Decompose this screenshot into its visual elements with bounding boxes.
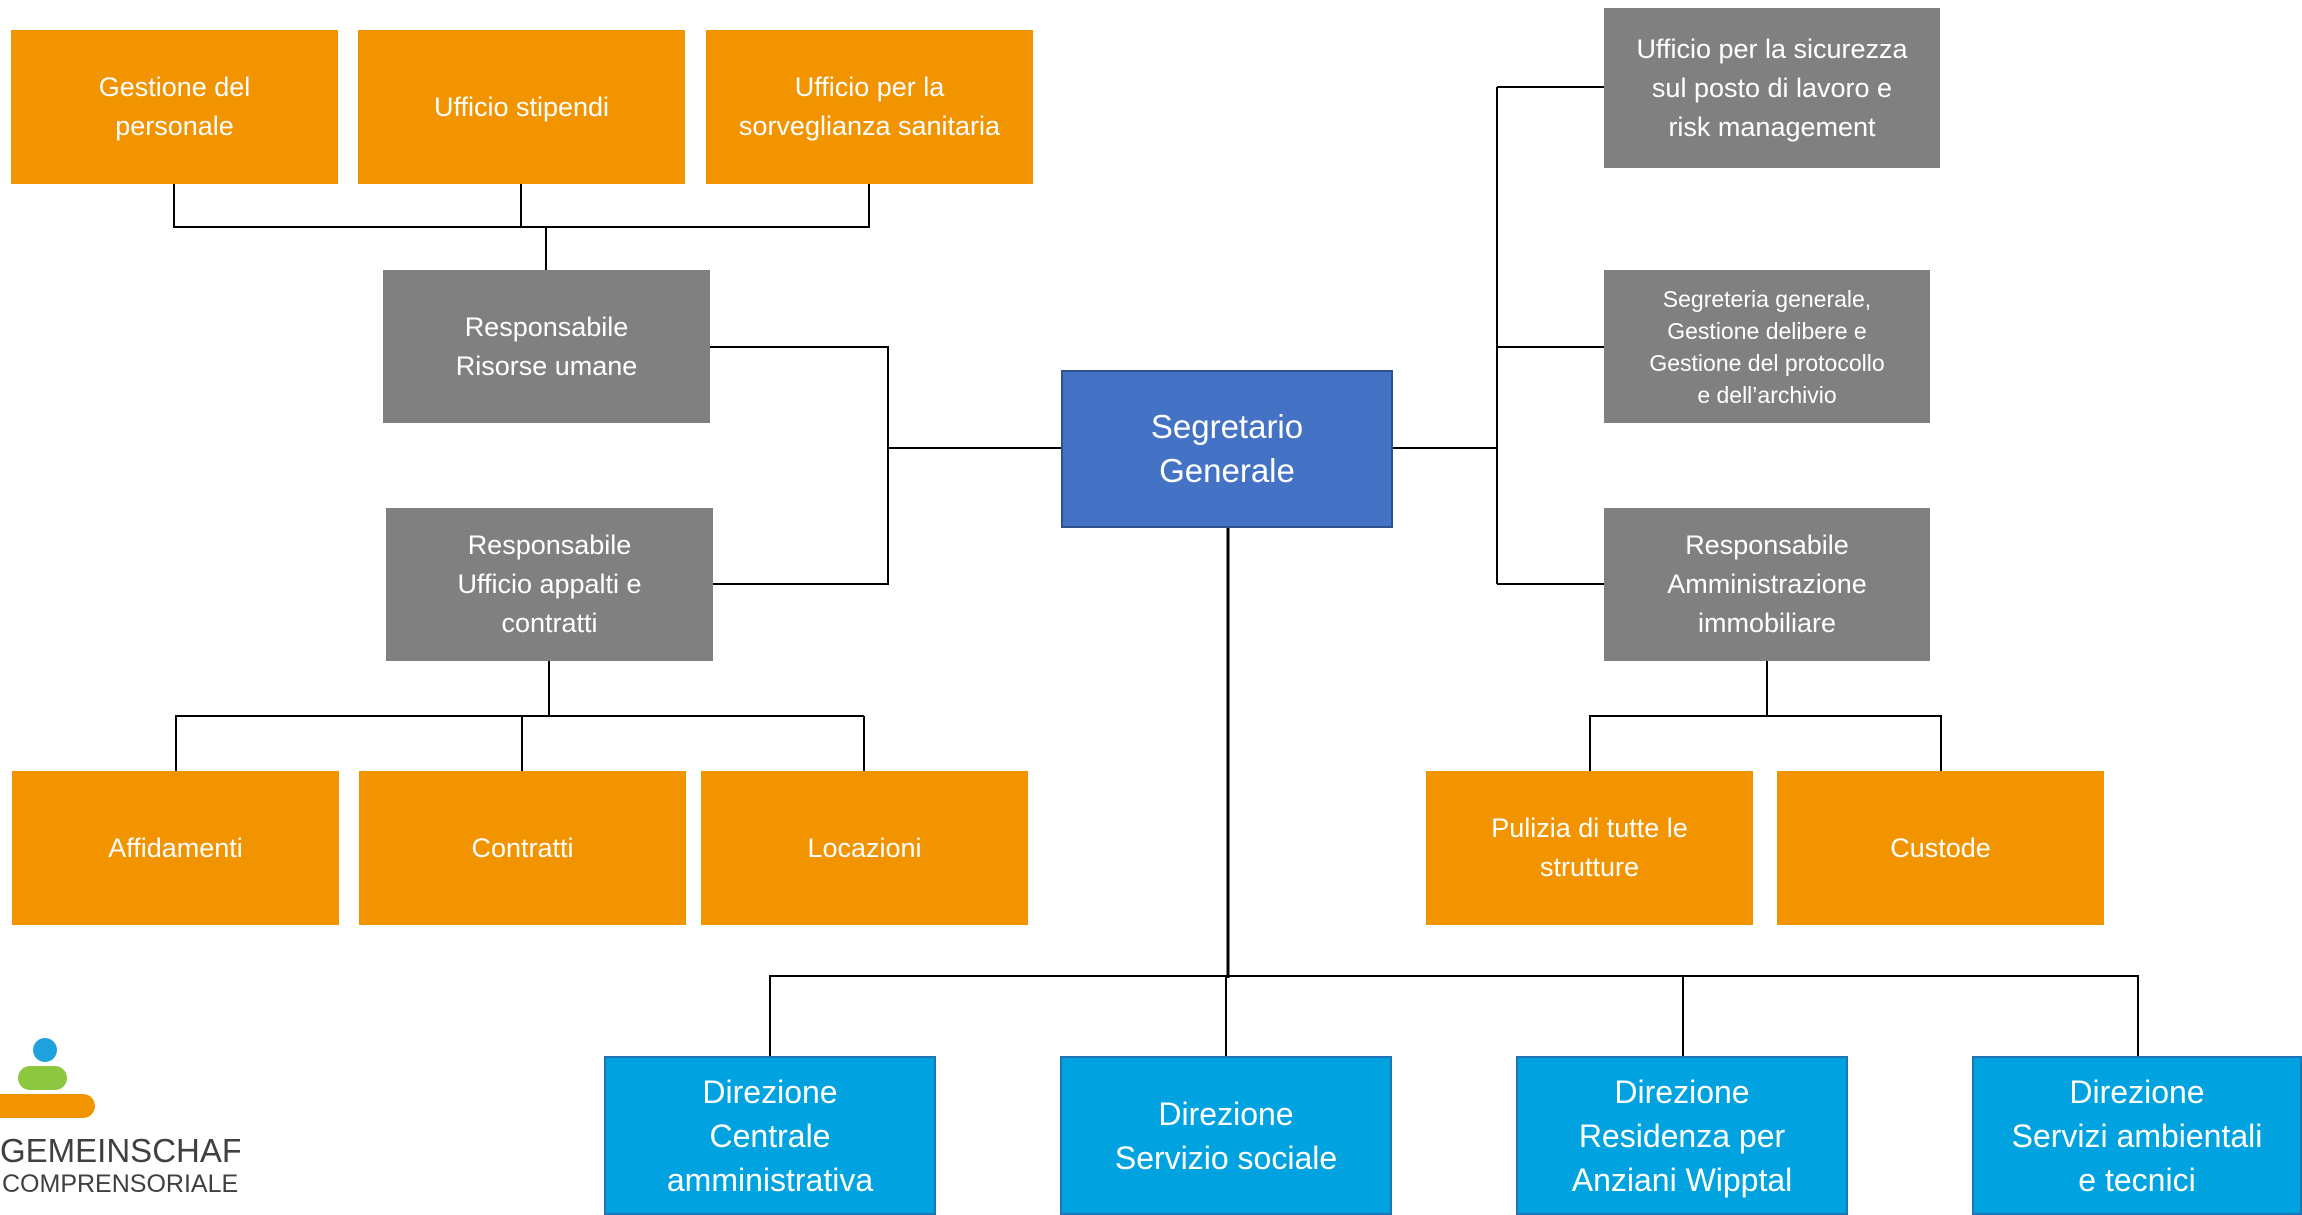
box-contratti: Contratti	[359, 771, 686, 925]
box-direzione-servizi-ambientali: Direzione Servizi ambientali e tecnici	[1972, 1056, 2302, 1215]
box-direzione-centrale-amministrativa: Direzione Centrale amministrativa	[604, 1056, 936, 1215]
connector-left-branch	[710, 346, 1061, 585]
label-pulizia-strutture: Pulizia di tutte le strutture	[1491, 813, 1688, 882]
label-direzione-residenza-anziani: Direzione Residenza per Anziani Wipptal	[1571, 1073, 1793, 1198]
box-pulizia-strutture: Pulizia di tutte le strutture	[1426, 771, 1753, 925]
box-direzione-servizio-sociale: Direzione Servizio sociale	[1060, 1056, 1392, 1215]
label-risorse-umane: Responsabile Risorse umane	[455, 311, 638, 381]
box-affidamenti: Affidamenti	[12, 771, 339, 925]
label-direzione-servizi-ambientali: Direzione Servizi ambientali e tecnici	[2011, 1073, 2263, 1198]
connector-immobiliare-group	[1589, 661, 1942, 771]
connector-personale-group	[173, 184, 870, 270]
box-ufficio-stipendi: Ufficio stipendi	[358, 30, 685, 184]
label-ufficio-sicurezza: Ufficio per la sicurezza sul posto di la…	[1636, 33, 1908, 142]
label-affidamenti: Affidamenti	[108, 832, 243, 863]
logo-mark-icon	[0, 1038, 95, 1118]
label-gestione-personale: Gestione del personale	[98, 72, 251, 141]
connector-right-branch	[1393, 86, 1604, 585]
connector-direzioni-bus	[769, 975, 2139, 1056]
box-direzione-residenza-anziani: Direzione Residenza per Anziani Wipptal	[1516, 1056, 1848, 1215]
box-gestione-personale: Gestione del personale	[11, 30, 338, 184]
box-segretario-generale: Segretario Generale	[1061, 370, 1393, 528]
box-sorveglianza-sanitaria: Ufficio per la sorveglianza sanitaria	[706, 30, 1033, 184]
box-risorse-umane: Responsabile Risorse umane	[383, 270, 710, 423]
label-direzione-servizio-sociale: Direzione Servizio sociale	[1114, 1095, 1338, 1176]
label-appalti-contratti: Responsabile Ufficio appalti e contratti	[457, 530, 642, 638]
box-appalti-contratti: Responsabile Ufficio appalti e contratti	[386, 508, 713, 661]
box-segreteria-generale: Segreteria generale, Gestione delibere e…	[1604, 270, 1930, 423]
connector-appalti-group	[175, 661, 865, 771]
box-custode: Custode	[1777, 771, 2104, 925]
label-amministrazione-immobiliare: Responsabile Amministrazione immobiliare	[1667, 530, 1867, 638]
label-direzione-centrale-amministrativa: Direzione Centrale amministrativa	[666, 1073, 874, 1198]
label-sorveglianza-sanitaria: Ufficio per la sorveglianza sanitaria	[738, 72, 1001, 141]
label-contratti: Contratti	[471, 832, 574, 863]
label-locazioni: Locazioni	[807, 832, 922, 863]
box-locazioni: Locazioni	[701, 771, 1028, 925]
label-ufficio-stipendi: Ufficio stipendi	[433, 91, 610, 122]
label-custode: Custode	[1890, 832, 1991, 863]
logo-text-comprensoriale: COMPRENSORIALE	[2, 1170, 239, 1198]
logo: GEMEINSCHAFT COMPRENSORIALE	[0, 1036, 260, 1215]
logo-text-gemeinschaft: GEMEINSCHAFT	[0, 1132, 240, 1169]
box-amministrazione-immobiliare: Responsabile Amministrazione immobiliare	[1604, 508, 1930, 661]
box-ufficio-sicurezza: Ufficio per la sicurezza sul posto di la…	[1604, 8, 1940, 168]
label-segreteria-generale: Segreteria generale, Gestione delibere e…	[1649, 285, 1885, 408]
label-segretario-generale: Segretario Generale	[1150, 408, 1304, 489]
